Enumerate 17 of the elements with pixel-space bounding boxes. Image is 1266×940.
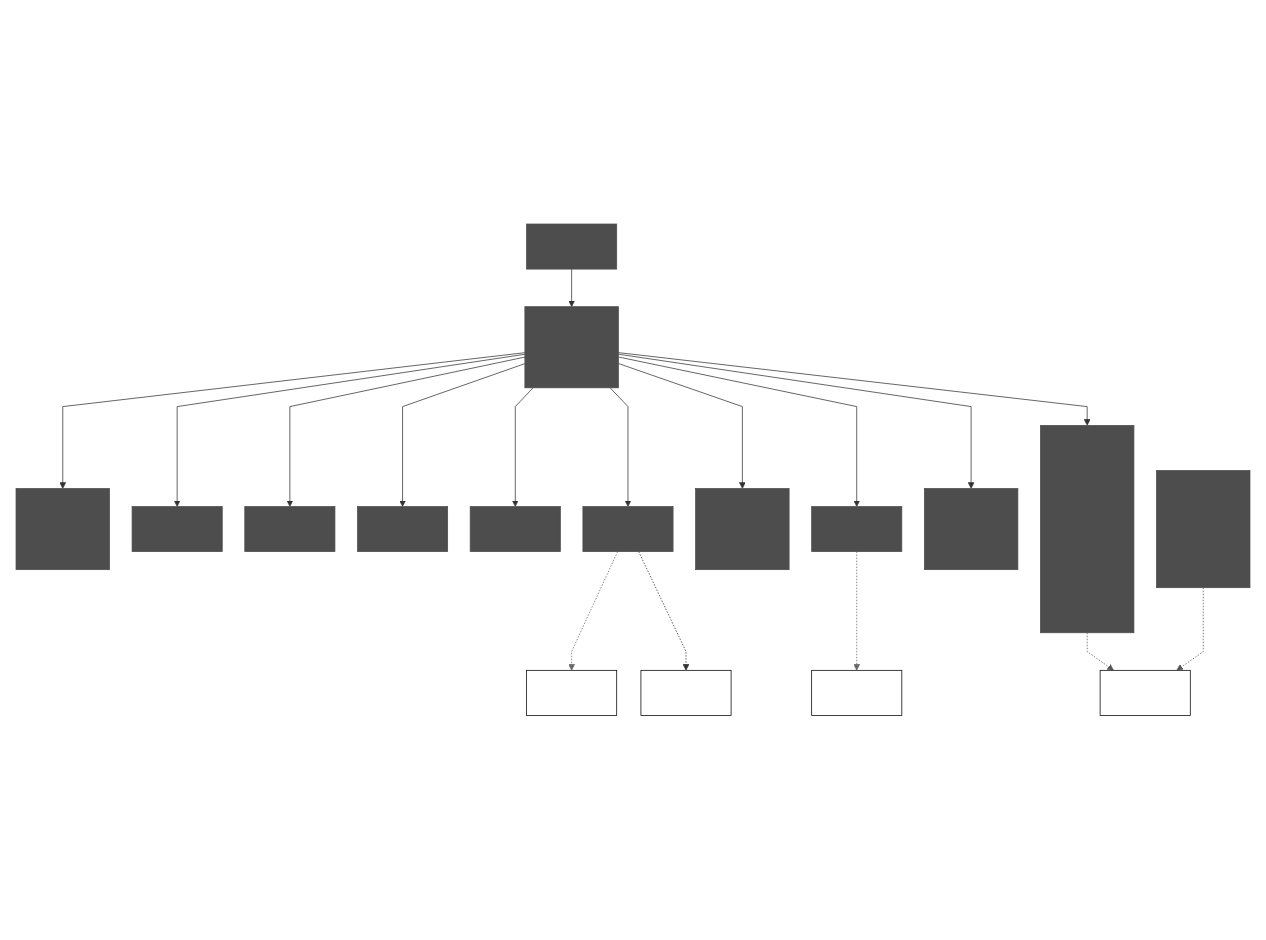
node-box bbox=[695, 488, 790, 571]
node-box bbox=[357, 506, 449, 553]
node-box bbox=[524, 306, 619, 389]
node-box bbox=[1156, 470, 1251, 589]
node-box bbox=[640, 670, 732, 717]
node-box bbox=[526, 223, 618, 270]
node-box bbox=[1040, 425, 1135, 634]
node-box bbox=[469, 506, 561, 553]
node-box bbox=[131, 506, 223, 553]
node-box bbox=[811, 506, 903, 553]
node-box bbox=[582, 506, 674, 553]
node-box bbox=[15, 488, 110, 571]
node-box bbox=[1099, 670, 1191, 717]
node-box bbox=[526, 670, 618, 717]
node-box bbox=[244, 506, 336, 553]
node-box bbox=[811, 670, 903, 717]
node-box bbox=[924, 488, 1019, 571]
